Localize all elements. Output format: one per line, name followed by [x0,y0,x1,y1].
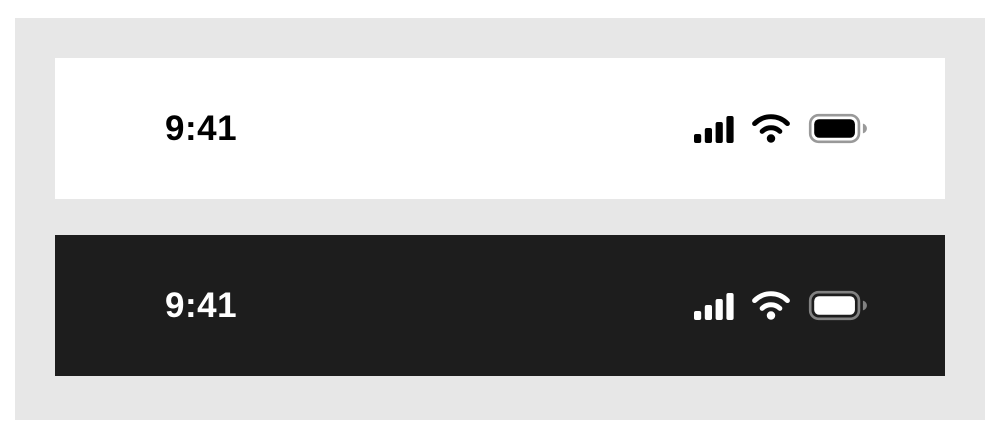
battery-icon [808,113,870,144]
background-panel: 9:41 [15,18,985,420]
status-icons [694,113,870,144]
wifi-icon [751,114,791,143]
time-label: 9:41 [165,286,238,325]
cellular-signal-icon [694,115,734,143]
battery-icon [808,290,870,321]
status-bar-light: 9:41 [55,58,945,199]
cellular-signal-icon [694,292,734,320]
status-icons [694,290,870,321]
status-bar-dark: 9:41 [55,235,945,376]
wifi-icon [751,291,791,320]
time-label: 9:41 [165,109,238,148]
